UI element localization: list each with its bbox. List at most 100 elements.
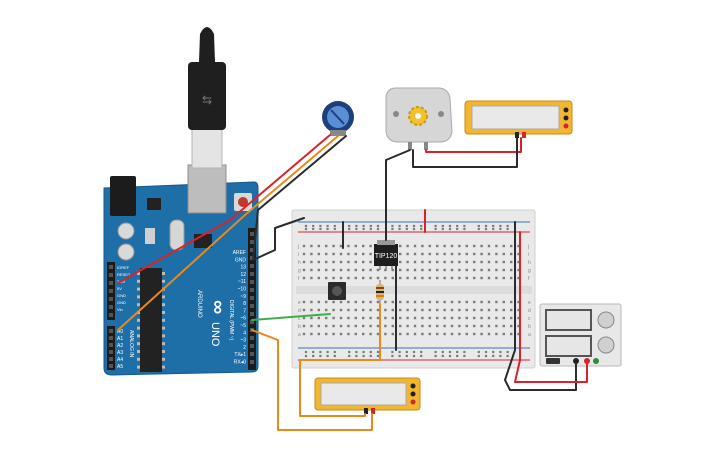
breadboard-hole[interactable] bbox=[310, 300, 313, 304]
rail-hole[interactable] bbox=[333, 224, 336, 228]
breadboard-hole[interactable] bbox=[332, 260, 335, 264]
breadboard-hole[interactable] bbox=[325, 252, 328, 256]
breadboard-hole[interactable] bbox=[450, 252, 454, 256]
breadboard-hole[interactable] bbox=[406, 316, 409, 320]
rail-hole[interactable] bbox=[369, 354, 372, 358]
breadboard-hole[interactable] bbox=[376, 268, 380, 272]
breadboard-hole[interactable] bbox=[443, 276, 446, 280]
breadboard-hole[interactable] bbox=[302, 308, 306, 312]
dc-motor[interactable] bbox=[385, 87, 453, 150]
breadboard-hole[interactable] bbox=[413, 316, 417, 320]
breadboard-hole[interactable] bbox=[399, 260, 402, 264]
rail-hole[interactable] bbox=[319, 354, 322, 358]
breadboard-hole[interactable] bbox=[384, 332, 387, 336]
rail-hole[interactable] bbox=[506, 224, 509, 228]
rail-hole[interactable] bbox=[441, 354, 444, 358]
breadboard-hole[interactable] bbox=[369, 324, 372, 328]
breadboard-hole[interactable] bbox=[517, 260, 520, 264]
rail-hole[interactable] bbox=[405, 224, 408, 228]
breadboard-hole[interactable] bbox=[310, 276, 313, 280]
breadboard-hole[interactable] bbox=[325, 332, 328, 336]
breadboard-hole[interactable] bbox=[317, 332, 320, 336]
breadboard-hole[interactable] bbox=[480, 260, 483, 264]
breadboard-hole[interactable] bbox=[413, 244, 417, 248]
rail-hole[interactable] bbox=[484, 350, 488, 354]
breadboard-hole[interactable] bbox=[302, 260, 306, 264]
breadboard-hole[interactable] bbox=[339, 308, 343, 312]
breadboard-hole[interactable] bbox=[310, 244, 313, 248]
breadboard-hole[interactable] bbox=[517, 276, 520, 280]
breadboard-hole[interactable] bbox=[399, 332, 402, 336]
breadboard-hole[interactable] bbox=[339, 316, 343, 320]
voltage-knob[interactable] bbox=[597, 311, 615, 329]
wire-black[interactable] bbox=[252, 135, 347, 261]
breadboard-hole[interactable] bbox=[465, 268, 468, 272]
breadboard-hole[interactable] bbox=[302, 268, 306, 272]
breadboard-hole[interactable] bbox=[347, 324, 350, 328]
breadboard-hole[interactable] bbox=[480, 244, 483, 248]
rail-hole[interactable] bbox=[376, 354, 380, 358]
breadboard-hole[interactable] bbox=[399, 316, 402, 320]
rail-hole[interactable] bbox=[391, 224, 394, 228]
breadboard-hole[interactable] bbox=[354, 276, 357, 280]
rail-hole[interactable] bbox=[434, 354, 437, 358]
breadboard-hole[interactable] bbox=[450, 316, 454, 320]
breadboard-hole[interactable] bbox=[458, 332, 461, 336]
breadboard-hole[interactable] bbox=[369, 252, 372, 256]
breadboard-hole[interactable] bbox=[317, 300, 320, 304]
breadboard-hole[interactable] bbox=[465, 260, 468, 264]
breadboard-hole[interactable] bbox=[495, 316, 498, 320]
breadboard-hole[interactable] bbox=[450, 276, 454, 280]
breadboard-hole[interactable] bbox=[428, 260, 431, 264]
breadboard-hole[interactable] bbox=[473, 308, 476, 312]
breadboard-hole[interactable] bbox=[517, 268, 520, 272]
breadboard-hole[interactable] bbox=[450, 300, 454, 304]
breadboard-hole[interactable] bbox=[384, 316, 387, 320]
breadboard-hole[interactable] bbox=[354, 324, 357, 328]
breadboard-hole[interactable] bbox=[317, 260, 320, 264]
current-knob[interactable] bbox=[597, 336, 615, 354]
breadboard-hole[interactable] bbox=[510, 300, 513, 304]
breadboard-hole[interactable] bbox=[443, 324, 446, 328]
rail-hole[interactable] bbox=[376, 227, 380, 231]
breadboard-hole[interactable] bbox=[450, 244, 454, 248]
breadboard-hole[interactable] bbox=[502, 308, 505, 312]
breadboard-hole[interactable] bbox=[347, 308, 350, 312]
breadboard-hole[interactable] bbox=[428, 244, 431, 248]
breadboard-hole[interactable] bbox=[347, 332, 350, 336]
breadboard-hole[interactable] bbox=[347, 252, 350, 256]
breadboard-hole[interactable] bbox=[480, 316, 483, 320]
rail-hole[interactable] bbox=[441, 227, 444, 231]
terminal-positive[interactable] bbox=[584, 358, 590, 364]
rail-hole[interactable] bbox=[434, 350, 437, 354]
breadboard-hole[interactable] bbox=[347, 244, 350, 248]
rail-hole[interactable] bbox=[369, 224, 372, 228]
breadboard-hole[interactable] bbox=[502, 268, 505, 272]
breadboard-hole[interactable] bbox=[391, 316, 394, 320]
breadboard-hole[interactable] bbox=[443, 260, 446, 264]
breadboard-hole[interactable] bbox=[465, 316, 468, 320]
breadboard-hole[interactable] bbox=[421, 252, 424, 256]
breadboard-hole[interactable] bbox=[369, 316, 372, 320]
breadboard-hole[interactable] bbox=[362, 332, 365, 336]
breadboard-hole[interactable] bbox=[495, 268, 498, 272]
breadboard-hole[interactable] bbox=[473, 324, 476, 328]
probe-jack[interactable] bbox=[410, 399, 416, 405]
breadboard-hole[interactable] bbox=[487, 300, 491, 304]
rail-hole[interactable] bbox=[333, 354, 336, 358]
breadboard-hole[interactable] bbox=[332, 300, 335, 304]
rail-hole[interactable] bbox=[463, 227, 466, 231]
rail-hole[interactable] bbox=[398, 354, 401, 358]
breadboard-hole[interactable] bbox=[487, 332, 491, 336]
resistor[interactable] bbox=[376, 280, 384, 305]
breadboard-hole[interactable] bbox=[362, 244, 365, 248]
breadboard-hole[interactable] bbox=[325, 308, 328, 312]
potentiometer[interactable] bbox=[322, 101, 354, 136]
breadboard-hole[interactable] bbox=[391, 268, 394, 272]
breadboard-hole[interactable] bbox=[495, 252, 498, 256]
rail-hole[interactable] bbox=[499, 350, 502, 354]
breadboard-hole[interactable] bbox=[421, 332, 424, 336]
breadboard-hole[interactable] bbox=[473, 268, 476, 272]
wire-green[interactable] bbox=[251, 313, 331, 321]
breadboard-hole[interactable] bbox=[510, 268, 513, 272]
